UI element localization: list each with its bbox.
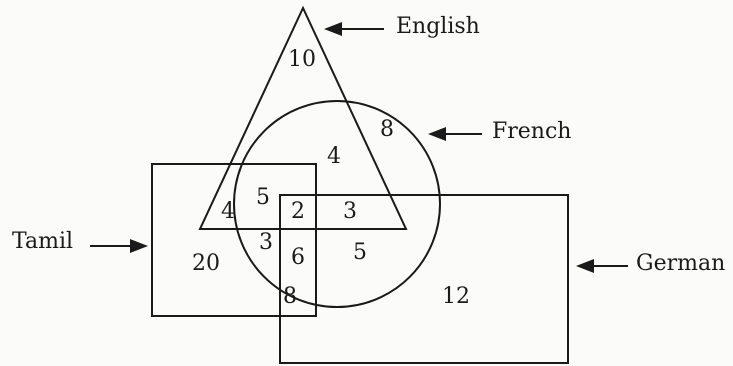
english-triangle bbox=[198, 5, 408, 230]
region-tamil-french: 3 bbox=[259, 230, 273, 255]
region-english-tamil: 4 bbox=[221, 199, 235, 224]
german-rectangle bbox=[279, 194, 569, 364]
tamil-label: Tamil bbox=[12, 229, 73, 254]
region-french-only: 8 bbox=[380, 117, 394, 142]
region-all-four: 2 bbox=[291, 199, 305, 224]
french-circle bbox=[233, 100, 441, 308]
region-tamil-german: 8 bbox=[283, 284, 297, 309]
region-english-french: 4 bbox=[327, 144, 341, 169]
tamil-rectangle bbox=[151, 163, 317, 317]
region-french-german: 5 bbox=[353, 240, 367, 265]
region-english-french-german: 3 bbox=[343, 199, 357, 224]
region-tamil-only: 20 bbox=[192, 251, 220, 276]
french-arrow-icon bbox=[428, 127, 482, 141]
region-english-only: 10 bbox=[288, 47, 316, 72]
tamil-arrow-icon bbox=[90, 239, 148, 253]
english-label: English bbox=[396, 14, 480, 39]
german-arrow-icon bbox=[576, 259, 628, 273]
german-label: German bbox=[636, 251, 725, 276]
region-german-only: 12 bbox=[442, 284, 470, 309]
region-english-french-tamil: 5 bbox=[256, 185, 270, 210]
english-arrow-icon bbox=[324, 22, 384, 36]
french-label: French bbox=[492, 119, 571, 144]
region-tamil-french-german: 6 bbox=[291, 245, 305, 270]
